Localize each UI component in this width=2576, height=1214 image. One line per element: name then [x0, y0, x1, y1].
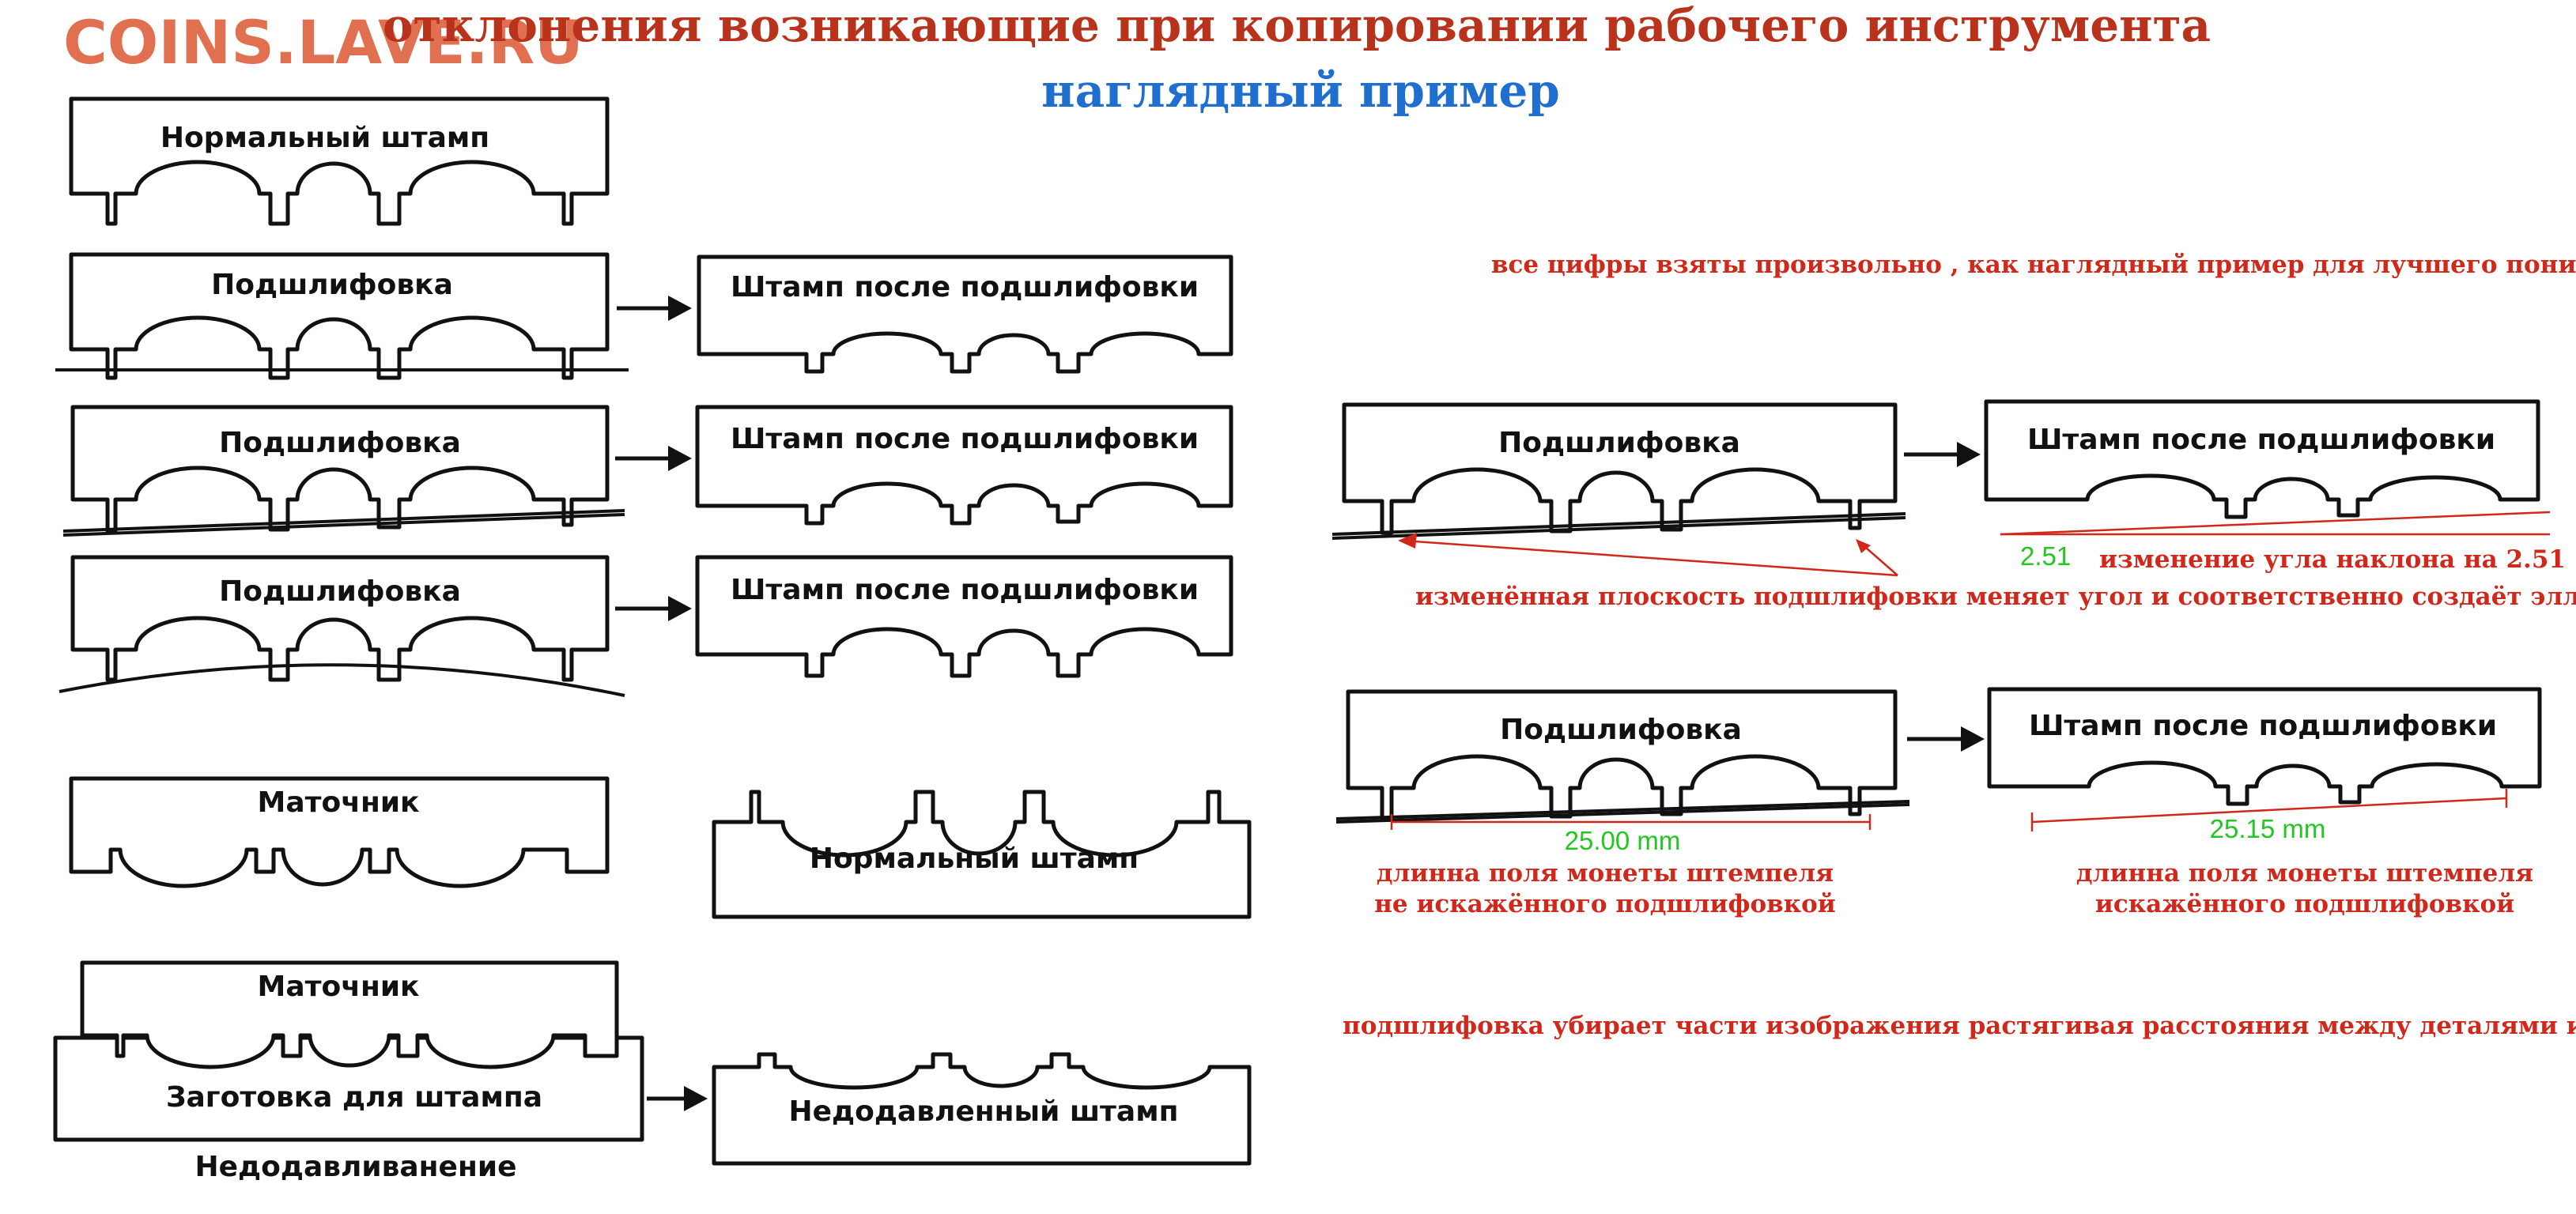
note-ellipse: изменённая плоскость подшлифовки меняет …	[1415, 582, 2576, 611]
page-subtitle: наглядный пример	[1041, 64, 1560, 118]
stamp-label: Подшлифовка	[1498, 427, 1740, 459]
note-arbitrary-numbers: все цифры взяты произвольно , как нагляд…	[1491, 251, 2576, 279]
stamp-outline	[69, 252, 610, 380]
stamp-outline	[712, 790, 1252, 919]
stamp-outline	[712, 1052, 1252, 1166]
stamp-after-regrinding-length: Штамп после подшлифовки	[1987, 687, 2542, 831]
arrow-right	[647, 1086, 708, 1111]
grinding-plane	[1335, 800, 1910, 820]
grinding-plane	[1335, 803, 1910, 824]
arrow-right	[1907, 726, 1985, 752]
regrinding-tilted: Подшлифовка	[62, 405, 625, 537]
stamp-label: Подшлифовка	[211, 269, 453, 301]
stamp-label: Штамп после подшлифовки	[731, 271, 1199, 304]
stamp-outline	[697, 254, 1233, 374]
stamp-label: Штамп после подшлифовки	[2027, 424, 2495, 456]
page-title: отклонения возникающие при копировании р…	[383, 0, 2211, 52]
stamp-outline	[69, 96, 610, 226]
arrow-right	[615, 446, 692, 471]
angle-value: 2.51	[2020, 541, 2071, 571]
note-bottom: подшлифовка убирает части изображения ра…	[1343, 1012, 2576, 1040]
stamp-outline	[695, 555, 1233, 678]
regrinding-tilted-detail: Подшлифовка	[1331, 402, 1906, 540]
grinding-plane	[62, 509, 625, 533]
length-distorted: 25.15 mm	[2210, 814, 2326, 843]
stamp-label: Подшлифовка	[1500, 714, 1742, 746]
blank-label: Заготовка для штампа	[166, 1081, 542, 1114]
ellipse-pointer-arrows	[1398, 533, 1898, 577]
stamp-after-regrinding-3: Штамп после подшлифовки	[695, 555, 1233, 678]
stamp-outline	[70, 555, 610, 682]
stamp-outline	[69, 776, 610, 888]
stamp-label: Подшлифовка	[219, 427, 461, 459]
underpressed-stamp: Недодавленный штамп	[712, 1052, 1252, 1166]
watermark: COINS.LAVE.RU	[63, 7, 584, 77]
underpressing-caption: Недодавливанение	[195, 1151, 517, 1183]
field-normal-line2: не искажённого подшлифовкой	[1374, 890, 1836, 918]
stamp-label: Недодавленный штамп	[788, 1095, 1178, 1128]
normal-stamp-inverted: Нормальный штамп	[712, 790, 1252, 919]
stamp-outline	[1346, 689, 1898, 820]
grinding-plane	[59, 663, 625, 697]
stamp-outline	[695, 405, 1233, 526]
stamp-label: Подшлифовка	[219, 575, 461, 608]
stamp-outline	[1987, 687, 2542, 806]
length-measure	[2031, 797, 2507, 824]
grinding-plane	[62, 513, 625, 537]
master-die: Маточник	[69, 776, 610, 888]
stamp-after-regrinding-1: Штамп после подшлифовки	[697, 254, 1233, 374]
stamp-after-regrinding-detail: Штамп после подшлифовки	[1984, 399, 2551, 536]
stamp-label: Маточник	[258, 786, 420, 819]
stamp-outline	[1984, 399, 2540, 519]
stamp-after-regrinding-2: Штамп после подшлифовки	[695, 405, 1233, 526]
master-label: Маточник	[258, 971, 420, 1003]
grinding-plane	[1331, 516, 1906, 540]
stamp-label: Штамп после подшлифовки	[731, 574, 1199, 606]
master-outline	[80, 960, 619, 1069]
stamp-outline	[70, 405, 610, 533]
field-distorted-line2: искажённого подшлифовкой	[2095, 890, 2514, 918]
stamp-outline	[1342, 402, 1898, 535]
stamp-label: Нормальный штамп	[810, 843, 1139, 875]
stamp-label: Штамп после подшлифовки	[731, 423, 1199, 455]
arrow-right	[617, 296, 692, 321]
grinding-plane	[1331, 512, 1906, 536]
regrinding-curved: Подшлифовка	[59, 555, 625, 697]
regrinding-flat: Подшлифовка	[55, 252, 629, 380]
stamp-label: Штамп после подшлифовки	[2029, 710, 2497, 742]
arrow-right	[615, 596, 692, 621]
note-angle-change: изменение угла наклона на 2.51	[2099, 545, 2566, 574]
field-distorted-line1: длинна поля монеты штемпеля	[2076, 859, 2533, 888]
stamp-label: Нормальный штамп	[161, 122, 489, 154]
field-normal-line1: длинна поля монеты штемпеля	[1377, 859, 1834, 888]
underpressing-assembly: Маточник Заготовка для штампа Недодавлив…	[53, 960, 644, 1183]
regrinding-length-detail: Подшлифовка	[1335, 689, 1910, 830]
stamp-normal-top: Нормальный штамп	[69, 96, 610, 226]
angle-line	[2000, 511, 2551, 536]
arrow-right	[1904, 442, 1981, 467]
length-normal: 25.00 mm	[1565, 826, 1681, 855]
